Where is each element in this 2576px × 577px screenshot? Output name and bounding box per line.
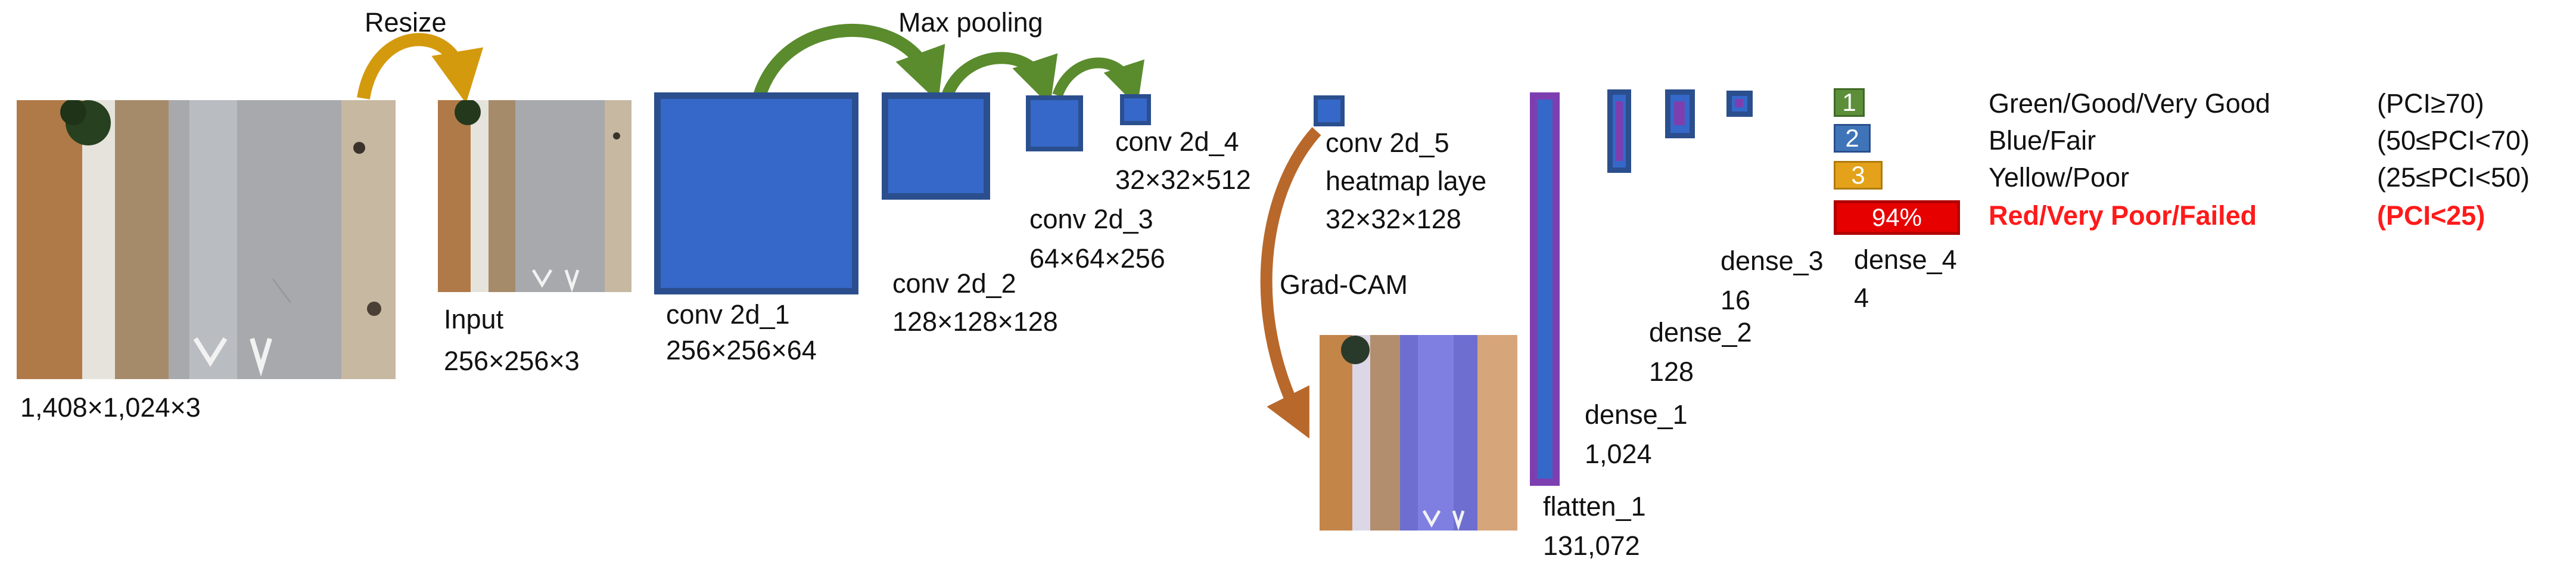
conv2d-2-name: conv 2d_2 xyxy=(892,268,1016,299)
dense-2-size: 128 xyxy=(1649,356,1694,387)
dense-3-core xyxy=(1735,99,1743,107)
legend-badge-yellow: 3 xyxy=(1834,161,1883,190)
flatten-size: 131,072 xyxy=(1543,531,1640,561)
conv2d-4-dims: 32×32×512 xyxy=(1115,165,1251,195)
legend-badge-blue: 2 xyxy=(1834,124,1871,153)
conv2d-1-dims: 256×256×64 xyxy=(666,335,817,365)
grad-cam-title: Grad-CAM xyxy=(1280,269,1408,300)
gradcam-heatmap-image xyxy=(1320,335,1517,531)
legend-range-green: (PCI≥70) xyxy=(2377,88,2484,119)
conv2d-3-block xyxy=(1026,95,1083,151)
legend-range-blue: (50≤PCI<70) xyxy=(2377,125,2530,156)
dense-2-name: dense_2 xyxy=(1649,317,1752,348)
dense-4-name: dense_4 xyxy=(1854,244,1957,275)
max-pooling-title: Max pooling xyxy=(898,7,1043,38)
resize-title: Resize xyxy=(365,7,447,38)
conv2d-1-name: conv 2d_1 xyxy=(666,299,790,330)
legend-range-red: (PCI<25) xyxy=(2377,200,2485,231)
pooling-arrow-1 xyxy=(753,24,945,103)
legend-badge-red: 94% xyxy=(1834,200,1960,235)
resize-arrow xyxy=(357,33,484,104)
dense-1-core xyxy=(1616,101,1623,161)
dense-1-size: 1,024 xyxy=(1585,439,1652,469)
conv2d-5-dims: 32×32×128 xyxy=(1326,204,1461,234)
original-road-image xyxy=(17,100,396,379)
legend-text-yellow: Yellow/Poor xyxy=(1989,162,2129,193)
legend-text-red: Red/Very Poor/Failed xyxy=(1989,200,2257,231)
flatten-block xyxy=(1530,92,1560,486)
conv2d-5-name: conv 2d_5 xyxy=(1326,128,1449,158)
dense-1-name: dense_1 xyxy=(1585,399,1688,430)
dense-4-size: 4 xyxy=(1854,283,1869,313)
input-layer-name: Input xyxy=(444,304,504,334)
conv2d-5-subname: heatmap laye xyxy=(1326,166,1487,196)
pooling-arrow-2 xyxy=(941,52,1058,106)
conv2d-3-dims: 64×64×256 xyxy=(1029,243,1165,274)
dense-2-core xyxy=(1674,101,1685,125)
heatmap-graphic xyxy=(1320,335,1517,531)
conv2d-2-block xyxy=(882,92,990,200)
legend-text-green: Green/Good/Very Good xyxy=(1989,88,2270,119)
legend-text-blue: Blue/Fair xyxy=(1989,125,2096,156)
conv2d-2-dims: 128×128×128 xyxy=(892,306,1058,337)
conv2d-3-name: conv 2d_3 xyxy=(1029,204,1153,234)
conv2d-5-block xyxy=(1314,95,1345,126)
flatten-name: flatten_1 xyxy=(1543,491,1646,522)
gradcam-arrow xyxy=(1260,127,1321,439)
conv2d-4-block xyxy=(1120,94,1151,125)
original-image-dims: 1,408×1,024×3 xyxy=(20,392,201,423)
conv2d-1-block xyxy=(654,92,858,294)
dense-3-size: 16 xyxy=(1721,285,1751,315)
conv2d-4-name: conv 2d_4 xyxy=(1115,126,1239,157)
input-photo-graphic xyxy=(438,100,631,292)
pooling-arrow-3 xyxy=(1052,57,1144,107)
input-road-image xyxy=(438,100,631,292)
dense-3-name: dense_3 xyxy=(1721,246,1824,276)
legend-range-yellow: (25≤PCI<50) xyxy=(2377,162,2530,193)
road-photo-graphic xyxy=(17,100,396,379)
legend-badge-green: 1 xyxy=(1834,88,1865,117)
input-layer-dims: 256×256×3 xyxy=(444,346,580,376)
